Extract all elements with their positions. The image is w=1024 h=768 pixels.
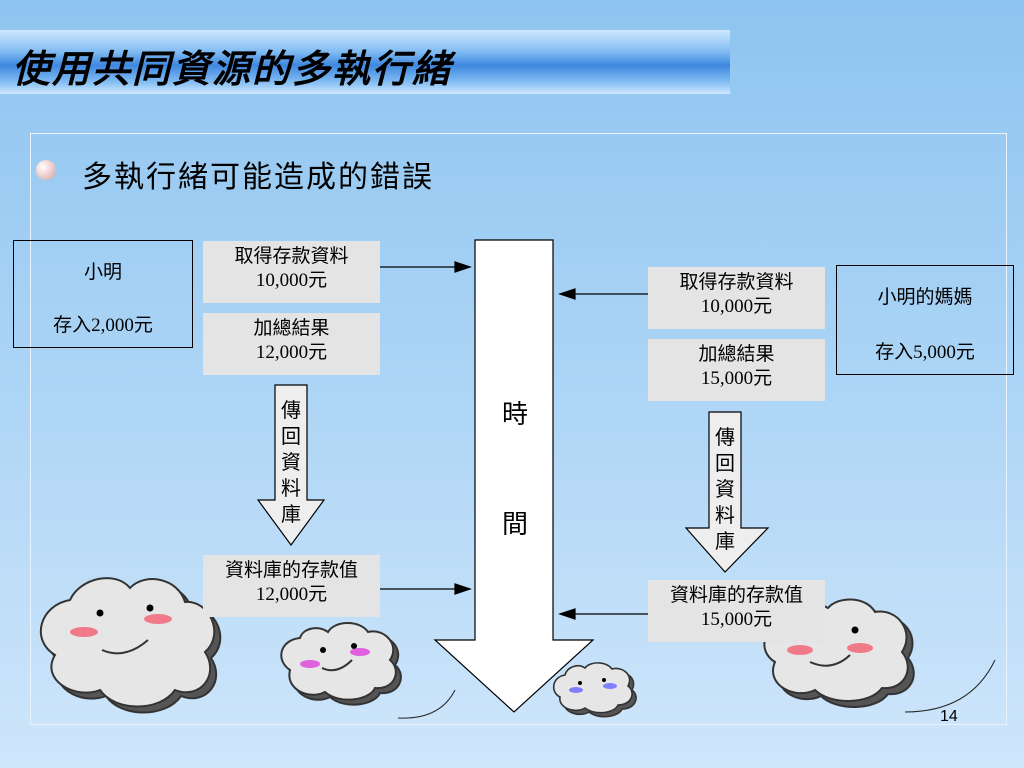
return-arrow-right: [684, 411, 770, 573]
right-sum-box: 加總結果 15,000元: [648, 339, 825, 401]
return-label-left: 傳 回 資 料 庫: [276, 398, 306, 528]
time-label: 時 間: [497, 398, 533, 542]
cloud-mouth: [809, 654, 851, 667]
left-get-box: 取得存款資料 10,000元: [203, 241, 380, 303]
return-label-right: 傳 回 資 料 庫: [710, 425, 740, 555]
char: 資: [715, 479, 735, 501]
arrow-left-get: [380, 261, 472, 273]
left-db-box: 資料庫的存款值 12,000元: [203, 555, 380, 617]
box-line: 10,000元: [700, 296, 773, 317]
cloud-cheek: [787, 645, 813, 655]
char: 時: [501, 400, 528, 429]
char: 傳: [715, 427, 735, 449]
title-bar: [0, 30, 730, 94]
return-arrow-left: [256, 384, 326, 547]
char: 資: [281, 452, 301, 474]
char: 回: [715, 453, 735, 475]
cloud-eye: [351, 643, 357, 649]
person-action: 存入5,000元: [875, 342, 975, 363]
person-name: 小明: [83, 262, 122, 283]
decor-curve: [904, 659, 996, 713]
cloud-cheek: [70, 627, 98, 637]
person-name: 小明的媽媽: [877, 287, 973, 308]
right-get-box: 取得存款資料 10,000元: [648, 267, 825, 329]
bullet-icon: [36, 160, 56, 180]
arrow-left-db: [380, 583, 472, 595]
bullet-text: 多執行緒可能造成的錯誤: [82, 160, 434, 195]
char: 庫: [715, 531, 735, 553]
cloud-cheek: [847, 643, 873, 653]
cloud-cheek: [569, 687, 583, 693]
arrow-right-db: [558, 608, 648, 620]
cloud-cheek: [603, 683, 617, 689]
time-arrow: [433, 239, 595, 713]
arrow-right-get: [558, 288, 648, 300]
char: 料: [715, 505, 735, 527]
cloud-cheek: [144, 614, 172, 624]
box-line: 資料庫的存款值: [669, 585, 803, 606]
box-line: 加總結果: [698, 344, 775, 365]
right-db-box: 資料庫的存款值 15,000元: [648, 580, 825, 642]
decor-curve: [397, 689, 456, 719]
cloud-mouth: [101, 639, 149, 655]
char: 回: [281, 426, 301, 448]
cloud-face-left: [39, 577, 222, 714]
cloud-face-small: [552, 662, 637, 718]
cloud-cheek: [350, 648, 370, 656]
box-line: 12,000元: [255, 584, 328, 605]
char: 間: [501, 510, 528, 539]
cloud-eye: [96, 609, 104, 617]
cloud-eye: [578, 681, 582, 685]
char: 傳: [281, 400, 301, 422]
slide-title: 使用共同資源的多執行緒: [12, 46, 453, 91]
box-line: 加總結果: [253, 318, 330, 339]
cloud-eye: [320, 647, 326, 653]
page-number: 14: [940, 708, 958, 725]
box-line: 15,000元: [700, 609, 773, 630]
person-left: 小明 存入2,000元: [13, 240, 193, 348]
cloud-mouth: [321, 659, 353, 672]
cloud-cheek: [300, 660, 320, 668]
cloud-eye: [602, 678, 606, 682]
box-line: 10,000元: [255, 270, 328, 291]
left-sum-box: 加總結果 12,000元: [203, 313, 380, 375]
box-line: 12,000元: [255, 342, 328, 363]
cloud-face-middle: [280, 622, 402, 706]
char: 庫: [281, 504, 301, 526]
person-action: 存入2,000元: [53, 315, 153, 336]
box-line: 15,000元: [700, 368, 773, 389]
box-line: 取得存款資料: [234, 246, 349, 267]
box-line: 取得存款資料: [679, 272, 794, 293]
person-right: 小明的媽媽 存入5,000元: [836, 265, 1014, 375]
content-frame: [30, 133, 1007, 725]
cloud-eye: [146, 604, 154, 612]
cloud-eye: [851, 626, 859, 634]
char: 料: [281, 478, 301, 500]
box-line: 資料庫的存款值: [224, 560, 358, 581]
